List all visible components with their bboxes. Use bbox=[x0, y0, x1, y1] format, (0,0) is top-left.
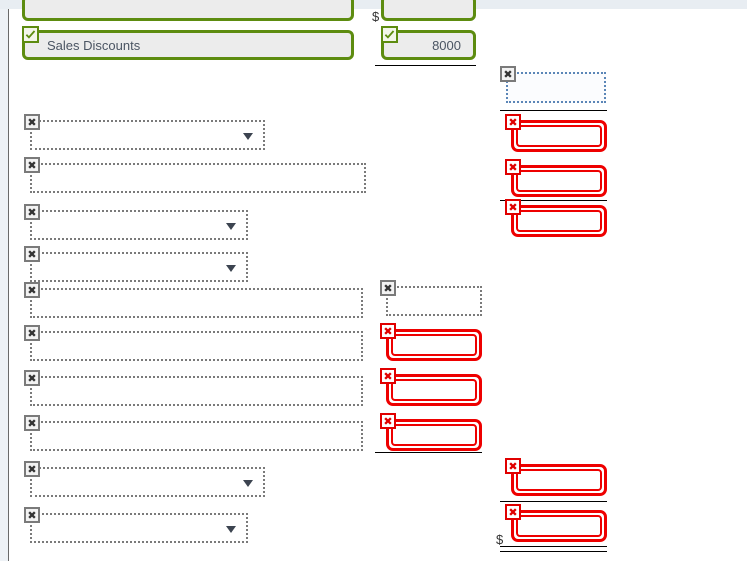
amount-field-rc-1[interactable] bbox=[506, 72, 606, 103]
status-badge-lc-2[interactable]: ✖ bbox=[24, 157, 40, 173]
status-badge-correct-name[interactable] bbox=[22, 26, 39, 43]
subtotal-rule-rc-5 bbox=[500, 501, 607, 502]
amount-field-mc-1[interactable] bbox=[386, 286, 482, 316]
left-margin-gutter bbox=[0, 9, 8, 561]
account-text-lc-8[interactable] bbox=[30, 421, 363, 451]
subtotal-rule-top bbox=[375, 65, 476, 66]
account-text-lc-5[interactable] bbox=[30, 288, 363, 318]
status-badge-lc-9[interactable]: ✖ bbox=[24, 461, 40, 477]
account-text-lc-6[interactable] bbox=[30, 331, 363, 361]
account-text-lc-2[interactable] bbox=[30, 163, 366, 193]
status-badge-rc-2[interactable]: ✖ bbox=[505, 114, 521, 130]
status-badge-lc-6[interactable]: ✖ bbox=[24, 325, 40, 341]
check-icon bbox=[25, 30, 36, 39]
status-badge-mc-3[interactable]: ✖ bbox=[380, 368, 396, 384]
status-badge-rc-1[interactable]: ✖ bbox=[500, 66, 516, 82]
account-select-lc-10[interactable] bbox=[30, 513, 248, 543]
status-badge-rc-6[interactable]: ✖ bbox=[505, 504, 521, 520]
account-name-field-top[interactable] bbox=[22, 0, 354, 21]
status-badge-lc-1[interactable]: ✖ bbox=[24, 114, 40, 130]
status-badge-rc-3[interactable]: ✖ bbox=[505, 159, 521, 175]
status-badge-lc-5[interactable]: ✖ bbox=[24, 282, 40, 298]
status-badge-lc-8[interactable]: ✖ bbox=[24, 415, 40, 431]
account-text-lc-7[interactable] bbox=[30, 376, 363, 406]
status-badge-correct-amount[interactable] bbox=[381, 26, 398, 43]
amount-field-top[interactable] bbox=[381, 0, 476, 21]
subtotal-rule-rc-3 bbox=[500, 200, 607, 201]
worksheet-page: $ Sales Discounts 8000 ✖ ✖ ✖ ✖ ✖ ✖ ✖ ✖ ✖… bbox=[9, 0, 747, 561]
left-margin-rule bbox=[8, 9, 9, 561]
account-select-lc-3[interactable] bbox=[30, 210, 248, 240]
amount-field-rc-3[interactable] bbox=[511, 165, 607, 197]
check-icon bbox=[384, 30, 395, 39]
amount-field-rc-2[interactable] bbox=[511, 120, 607, 152]
account-name-field-sales-discounts[interactable]: Sales Discounts bbox=[22, 30, 354, 60]
status-badge-rc-5[interactable]: ✖ bbox=[505, 458, 521, 474]
account-select-lc-1[interactable] bbox=[30, 120, 265, 150]
status-badge-lc-3[interactable]: ✖ bbox=[24, 204, 40, 220]
account-select-lc-9[interactable] bbox=[30, 467, 265, 497]
currency-symbol-total: $ bbox=[496, 532, 504, 547]
status-badge-mc-4[interactable]: ✖ bbox=[380, 413, 396, 429]
amount-field-mc-2[interactable] bbox=[386, 329, 482, 361]
status-badge-lc-4[interactable]: ✖ bbox=[24, 246, 40, 262]
amount-field-rc-5[interactable] bbox=[511, 464, 607, 496]
status-badge-mc-2[interactable]: ✖ bbox=[380, 323, 396, 339]
amount-field-rc-6-total[interactable] bbox=[511, 510, 607, 542]
account-select-lc-4[interactable] bbox=[30, 252, 248, 282]
amount-field-mc-4[interactable] bbox=[386, 419, 482, 451]
status-badge-rc-4[interactable]: ✖ bbox=[505, 199, 521, 215]
status-badge-lc-7[interactable]: ✖ bbox=[24, 370, 40, 386]
grand-total-double-rule bbox=[500, 546, 607, 552]
amount-field-rc-4[interactable] bbox=[511, 205, 607, 237]
status-badge-lc-10[interactable]: ✖ bbox=[24, 507, 40, 523]
status-badge-mc-1[interactable]: ✖ bbox=[380, 280, 396, 296]
subtotal-rule-mc bbox=[375, 452, 482, 453]
subtotal-rule-rc-1 bbox=[500, 110, 607, 111]
currency-symbol-top: $ bbox=[372, 9, 380, 24]
amount-field-mc-3[interactable] bbox=[386, 374, 482, 406]
